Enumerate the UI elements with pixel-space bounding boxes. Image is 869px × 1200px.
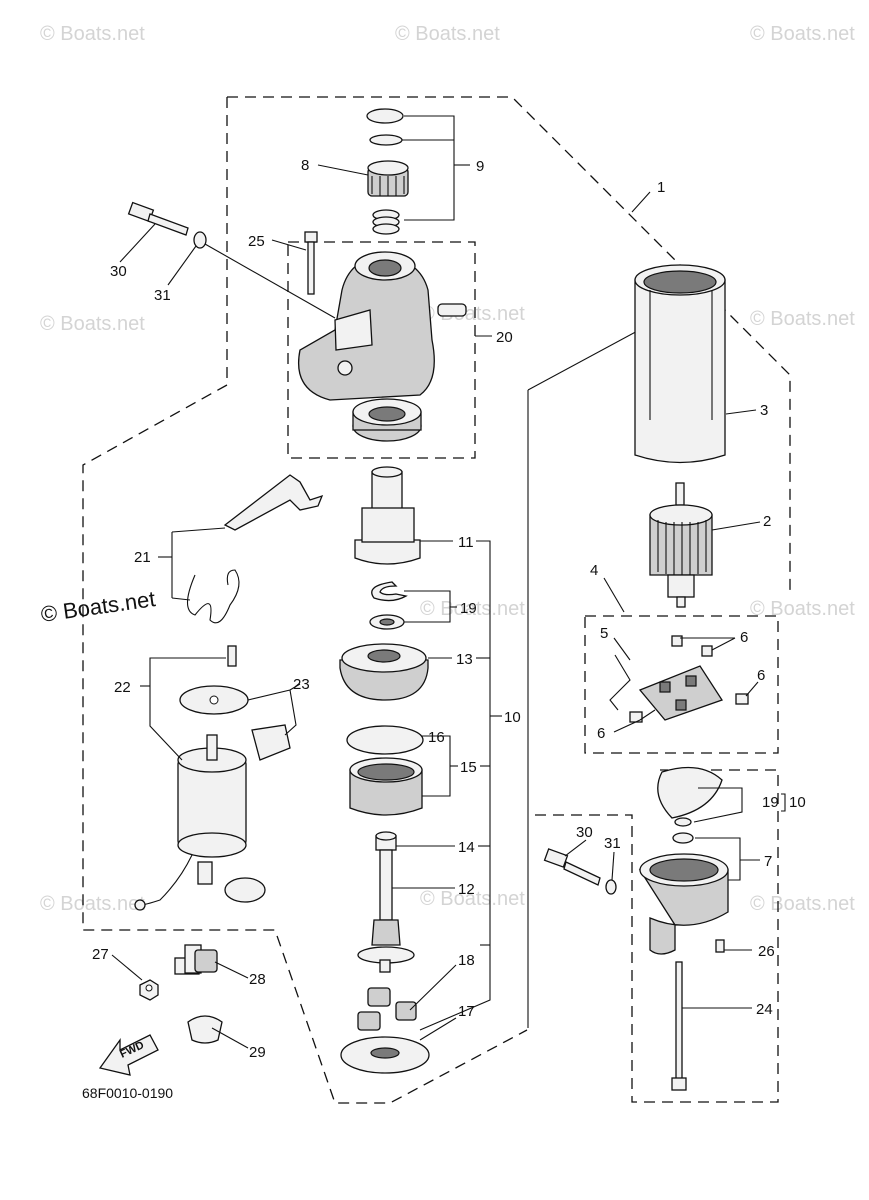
callout-29: 29 xyxy=(249,1044,266,1061)
planetary-shaft xyxy=(357,849,415,973)
callout-19: 19 xyxy=(762,794,779,811)
callout-18: 18 xyxy=(458,952,475,969)
terminal-cover xyxy=(187,1015,223,1044)
watermark: © Boats.net xyxy=(40,313,145,335)
bolt-axis xyxy=(204,243,336,319)
bolt-lower xyxy=(543,848,601,886)
watermark: © Boats.net xyxy=(750,308,855,330)
watermark: © Boats.net xyxy=(420,303,525,325)
bushing xyxy=(375,831,397,851)
fwd-arrow-icon: FWD xyxy=(98,1034,159,1076)
shift-lever xyxy=(186,474,324,624)
callout-23: 23 xyxy=(293,676,310,693)
outline-left xyxy=(82,97,528,1104)
callout-6: 6 xyxy=(597,725,605,742)
callout-4: 4 xyxy=(590,562,598,579)
watermark: © Boats.net xyxy=(420,888,525,910)
rear-plate xyxy=(657,766,723,827)
callout-31: 31 xyxy=(604,835,621,852)
callout-28: 28 xyxy=(249,971,266,988)
outline-brush-holder xyxy=(584,615,779,754)
callout-25: 25 xyxy=(248,233,265,250)
bracket-19-10 xyxy=(781,793,786,812)
callout-12: 12 xyxy=(458,881,475,898)
watermark: © Boats.net xyxy=(750,893,855,915)
washer-plate xyxy=(340,1036,430,1074)
callout-30: 30 xyxy=(110,263,127,280)
callout-26: 26 xyxy=(758,943,775,960)
callout-17: 17 xyxy=(458,1003,475,1020)
callout-10: 10 xyxy=(504,709,521,726)
callout-labels: 1 2 3 4 5 6 6 6 7 8 9 10 19 10 11 12 13 … xyxy=(92,157,806,1061)
leader-lines xyxy=(111,115,761,1049)
diagram-code: 68F0010-0190 xyxy=(82,1085,173,1101)
terminal xyxy=(174,944,218,975)
watermark: © Boats.net xyxy=(40,893,145,915)
watermark: © Boats.net xyxy=(420,598,525,620)
callout-9: 9 xyxy=(476,158,484,175)
front-bracket xyxy=(298,251,467,401)
watermark-main: © Boats.net xyxy=(39,586,157,627)
callout-14: 14 xyxy=(458,839,475,856)
outline-rear-cover xyxy=(535,769,779,1103)
outline-front-bracket xyxy=(287,241,476,459)
watermark: © Boats.net xyxy=(750,23,855,45)
damper-rubber xyxy=(251,724,291,761)
magnetic-switch xyxy=(134,734,247,911)
switch-screw xyxy=(227,645,237,667)
callout-16: 16 xyxy=(428,729,445,746)
washer-upper xyxy=(193,231,207,249)
callout-22: 22 xyxy=(114,679,131,696)
rear-cover xyxy=(638,832,729,955)
bolt-upper xyxy=(127,201,189,236)
watermark: © Boats.net xyxy=(40,23,145,45)
callout-7: 7 xyxy=(764,853,772,870)
callout-6: 6 xyxy=(740,629,748,646)
callout-21: 21 xyxy=(134,549,151,566)
callout-3: 3 xyxy=(760,402,768,419)
screw xyxy=(715,939,725,953)
callout-27: 27 xyxy=(92,946,109,963)
callout-13: 13 xyxy=(456,651,473,668)
internal-gear xyxy=(349,757,423,816)
gasket xyxy=(346,725,424,755)
watermark: © Boats.net xyxy=(395,23,500,45)
bearing xyxy=(352,398,422,442)
long-bolt xyxy=(671,961,687,1091)
callout-2: 2 xyxy=(763,513,771,530)
callout-8: 8 xyxy=(301,157,309,174)
callout-24: 24 xyxy=(756,1001,773,1018)
clutch-shaft xyxy=(354,466,421,565)
washer-lower xyxy=(605,879,617,895)
pinion-gear xyxy=(367,160,409,197)
brush-holder xyxy=(609,635,749,723)
callout-1: 1 xyxy=(657,179,665,196)
nut xyxy=(139,979,159,1001)
stop-ring xyxy=(366,108,404,124)
callout-15: 15 xyxy=(460,759,477,776)
spring xyxy=(372,209,400,235)
callout-20: 20 xyxy=(496,329,513,346)
callout-10: 10 xyxy=(789,794,806,811)
callout-30: 30 xyxy=(576,824,593,841)
callout-5: 5 xyxy=(600,625,608,642)
planet-gears xyxy=(357,987,417,1031)
circlip xyxy=(369,134,403,146)
callout-6: 6 xyxy=(757,667,765,684)
callout-31: 31 xyxy=(154,287,171,304)
switch-plate xyxy=(179,685,249,715)
watermark: © Boats.net xyxy=(750,598,855,620)
yoke xyxy=(634,264,726,464)
e-clip xyxy=(371,581,408,602)
center-bracket xyxy=(339,643,429,701)
assembly-outlines xyxy=(82,96,791,1104)
armature xyxy=(649,482,713,608)
callout-19: 19 xyxy=(460,600,477,617)
damper-rubber-2 xyxy=(224,877,266,903)
through-bolt xyxy=(304,231,318,295)
watermark-layer: © Boats.net © Boats.net © Boats.net © Bo… xyxy=(39,23,855,915)
callout-11: 11 xyxy=(458,534,474,551)
